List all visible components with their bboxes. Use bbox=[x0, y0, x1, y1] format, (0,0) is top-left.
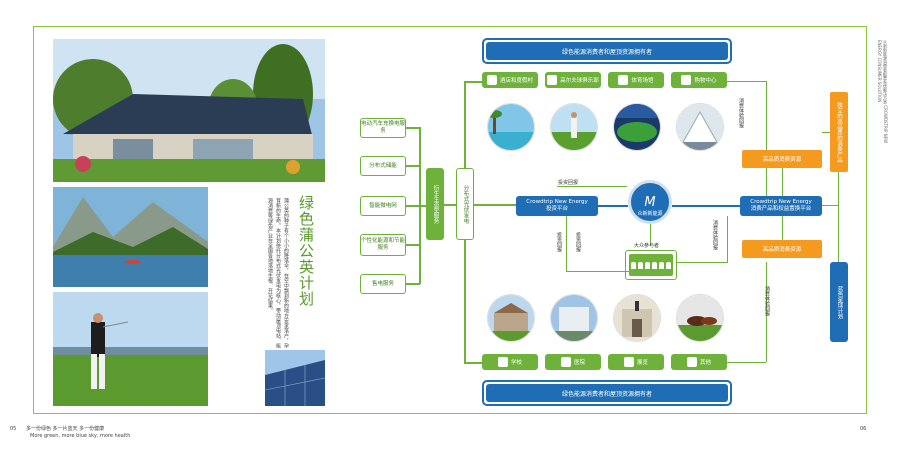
solar-panel-photo bbox=[265, 350, 325, 406]
school-image bbox=[487, 294, 535, 342]
exhibition-image bbox=[613, 294, 661, 342]
invest-return-left: 投资回报 bbox=[556, 232, 562, 252]
service-energy-saving: 个性化能源和节能服务 bbox=[360, 234, 406, 256]
category-mall-label: 购物中心 bbox=[694, 78, 717, 84]
consume-return-bottom: 消费体验回报 bbox=[764, 286, 770, 316]
service-ev-charging: 电动汽车充换电服务 bbox=[360, 118, 406, 138]
category-school: 学校 bbox=[482, 354, 538, 370]
category-golf-label: 高尔夫球俱乐部 bbox=[560, 78, 599, 84]
category-hotel: 酒店和度假村 bbox=[482, 72, 538, 88]
golf-icon bbox=[547, 75, 558, 85]
intro-text: 蒲公英的种子有个小小的降落伞，在空中飘到新的地方安家落户，孕育新的生命。本计划依… bbox=[267, 198, 289, 348]
golfer-photo bbox=[53, 292, 208, 406]
house-solar-photo bbox=[53, 39, 325, 182]
bottom-consumer-bar-label: 绿色能源消费者和屋顶资源拥有者 bbox=[486, 384, 728, 402]
mall-image bbox=[676, 103, 724, 151]
consume-return-mid: 消费体验回报 bbox=[712, 220, 718, 250]
crowdtrip-logo: M bbox=[628, 180, 672, 224]
page-number-left: 05 bbox=[10, 426, 17, 432]
service-electricity-sales: 售电服务 bbox=[360, 274, 406, 294]
category-exhibition: 展览 bbox=[608, 354, 664, 370]
category-mall: 购物中心 bbox=[671, 72, 727, 88]
category-hospital: 医院 bbox=[545, 354, 601, 370]
top-consumer-bar-label: 绿色能源消费者和屋顶资源拥有者 bbox=[486, 42, 728, 60]
category-hospital-label: 医院 bbox=[573, 360, 585, 366]
resort-pool-image bbox=[487, 103, 535, 151]
category-other: 其他 bbox=[671, 354, 727, 370]
stadium-icon bbox=[618, 75, 629, 85]
category-other-label: 其他 bbox=[699, 360, 711, 366]
quality-resources-top: 高品质消费资源 bbox=[742, 150, 822, 168]
independent-products-box: 独立的高品质的消费产品 bbox=[830, 92, 848, 172]
category-exhibition-label: 展览 bbox=[636, 360, 648, 366]
invest-return-top: 投资回报 bbox=[558, 180, 579, 186]
distributed-pv-box: 分布式光伏发电 bbox=[456, 168, 474, 240]
footer-slogan-en: More green, more blue sky, more health bbox=[30, 433, 131, 439]
hospital-icon bbox=[560, 357, 571, 367]
hotel-icon bbox=[486, 75, 497, 85]
category-stadium: 体育场馆 bbox=[608, 72, 664, 88]
exhibition-icon bbox=[623, 357, 634, 367]
center-brand-label: 众新新能源 bbox=[637, 211, 663, 217]
top-consumer-bar: 绿色能源消费者和屋顶资源拥有者 bbox=[482, 38, 732, 64]
golfer-circle-image bbox=[550, 103, 598, 151]
mall-icon bbox=[681, 75, 692, 85]
derivative-services-box: 衍生生态型服务 bbox=[426, 168, 444, 240]
investment-platform: Crowdtrip New Energy 投资平台 bbox=[516, 196, 598, 216]
page-frame bbox=[33, 26, 867, 414]
quality-resources-bottom: 高品质消费资源 bbox=[742, 240, 822, 258]
horse-racing-image bbox=[676, 294, 724, 342]
page-number-right: 06 bbox=[860, 426, 867, 432]
category-school-label: 学校 bbox=[510, 360, 522, 366]
footer-slogan-cn: 多一份绿色 多一片蓝天 多一份健康 bbox=[25, 426, 105, 432]
public-participants-label: 大众参与者 bbox=[634, 243, 660, 249]
category-hotel-label: 酒店和度假村 bbox=[499, 78, 533, 84]
lake-kayak-photo bbox=[53, 187, 208, 287]
footer-left: 05 多一份绿色 多一片蓝天 多一份健康 More green, more bl… bbox=[10, 426, 130, 440]
people-group-icon bbox=[629, 254, 673, 276]
public-participants-box bbox=[625, 250, 677, 280]
side-caption: 众新新能源消费者配置系统解决方案 CROWDSTRIP NEW ENERGY C… bbox=[877, 40, 888, 144]
category-stadium-label: 体育场馆 bbox=[631, 78, 654, 84]
category-golf: 高尔夫球俱乐部 bbox=[545, 72, 601, 88]
bottom-consumer-bar: 绿色能源消费者和屋顶资源拥有者 bbox=[482, 380, 732, 406]
consumption-platform: Crowdtrip New Energy 消费产品和权益置换平台 bbox=[740, 196, 822, 216]
hospital-image bbox=[550, 294, 598, 342]
page-title: 绿色蒲公英计划 bbox=[297, 195, 315, 307]
blue-planet-box: 蓝色星球计划 bbox=[830, 262, 848, 342]
consume-return-top: 消费体验回报 bbox=[738, 98, 744, 128]
invest-return-mid: 投资回报 bbox=[575, 232, 581, 252]
service-microgrid: 智能微电网 bbox=[360, 196, 406, 216]
stadium-image bbox=[613, 103, 661, 151]
school-icon bbox=[497, 357, 508, 367]
other-icon bbox=[686, 357, 697, 367]
service-storage: 分布式储能 bbox=[360, 156, 406, 176]
